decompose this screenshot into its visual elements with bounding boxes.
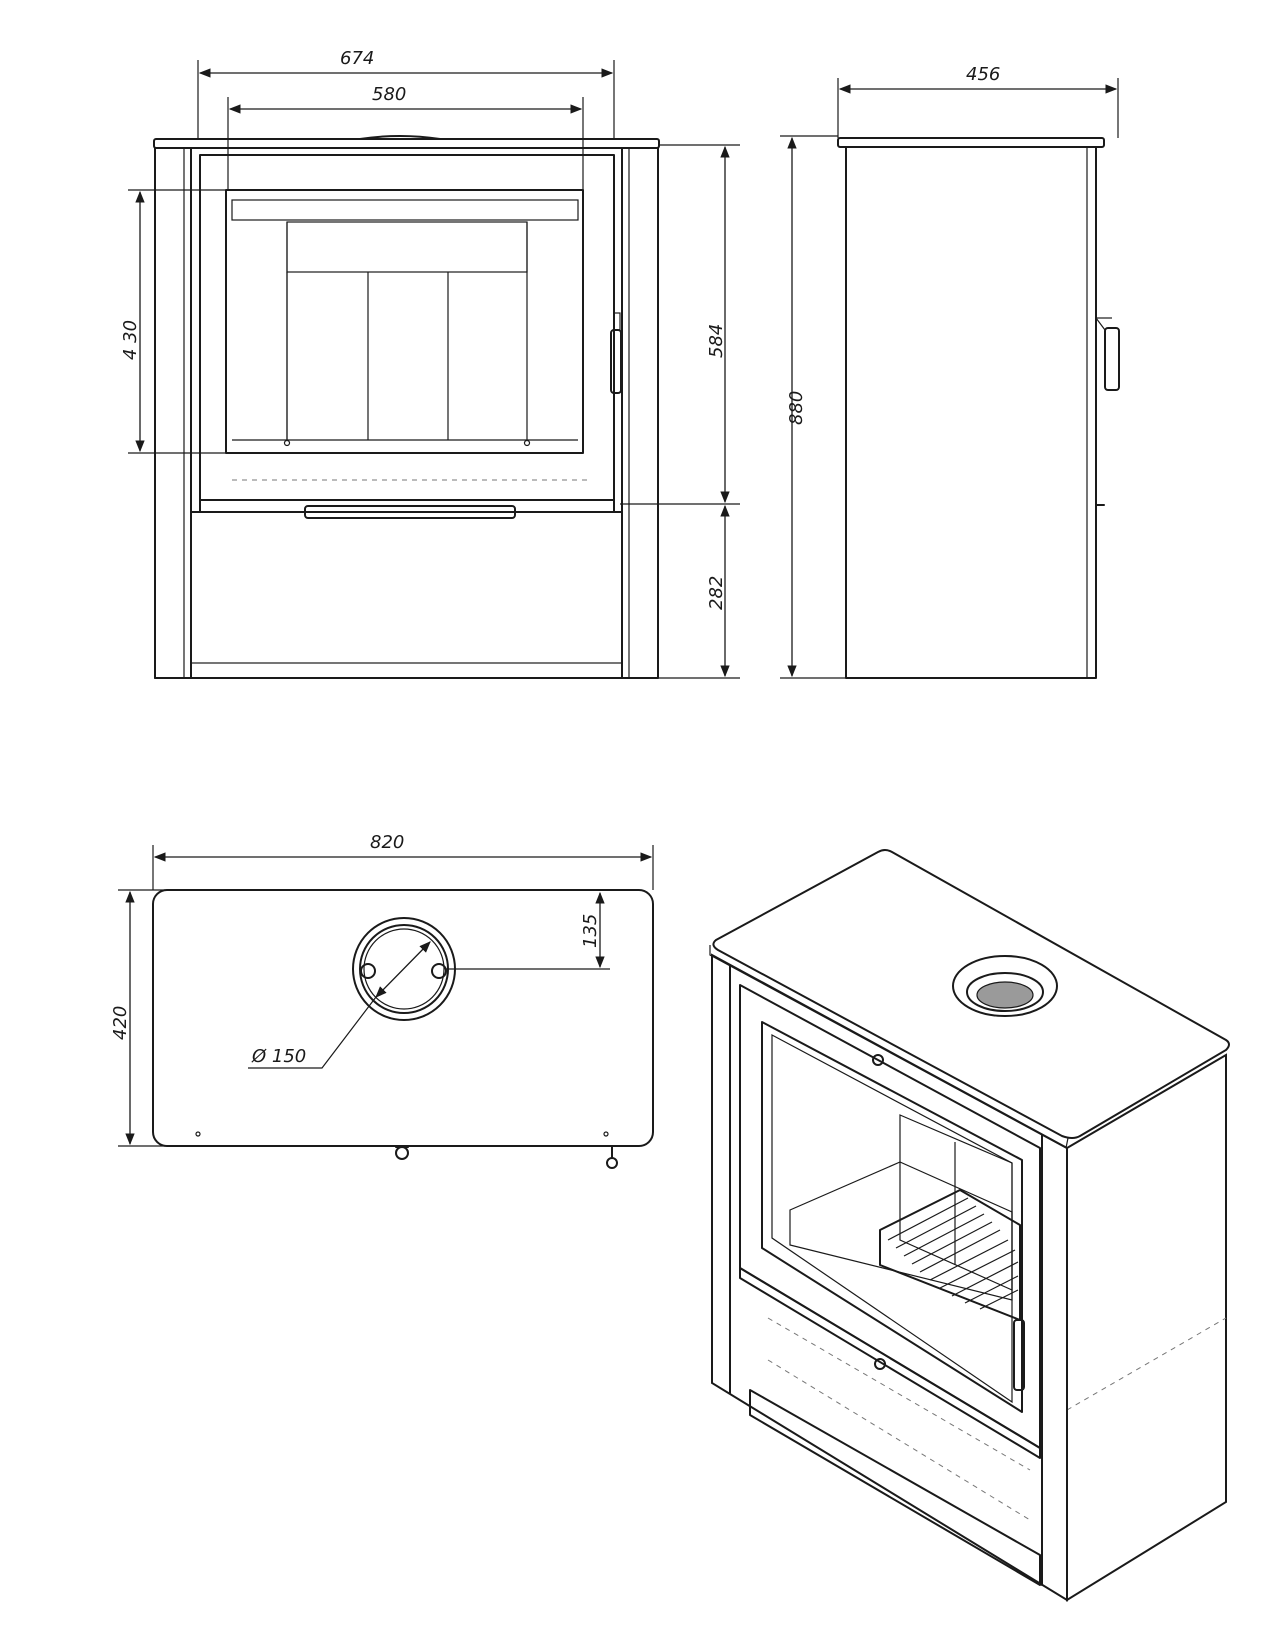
- iso-front-body: [711, 953, 1068, 1602]
- side-dimensions: 456 880: [780, 64, 1119, 679]
- door-handle: [610, 329, 622, 394]
- dim-430: 4 30: [120, 320, 141, 360]
- isometric-view: [709, 849, 1230, 1602]
- flue-collar-bump: [359, 135, 441, 140]
- side-handle: [1104, 327, 1120, 391]
- iso-door-handle: [1013, 1319, 1025, 1391]
- door-glass: [225, 189, 584, 454]
- dim-580: 580: [372, 84, 406, 105]
- iso-grate: [879, 1189, 1021, 1321]
- front-view: [153, 135, 660, 679]
- iso-right-side: [1066, 1053, 1227, 1602]
- dim-584: 584: [706, 324, 727, 358]
- iso-door-glass: [761, 1021, 1023, 1413]
- top-dimensions: 820 420 135: [110, 832, 654, 1147]
- top-knob-right: [606, 1157, 618, 1169]
- left-side-panel: [154, 147, 192, 679]
- dim-135: 135: [580, 914, 601, 948]
- dim-282: 282: [706, 576, 727, 610]
- iso-flue-outer: [952, 955, 1058, 1017]
- top-knob-left: [395, 1146, 409, 1160]
- right-side-panel: [621, 147, 659, 679]
- top-plate: [153, 138, 660, 149]
- dim-flue-diameter: Ø 150: [251, 1046, 306, 1067]
- top-view: Ø 150: [152, 889, 654, 1169]
- side-body: [845, 146, 1097, 679]
- top-plate-outline: [152, 889, 654, 1147]
- dim-420: 420: [110, 1006, 131, 1040]
- front-dimensions: 674 580 4 30 584 282: [120, 48, 740, 679]
- firebox-back: [286, 221, 528, 273]
- door-frame: [199, 154, 615, 501]
- dim-456: 456: [966, 64, 1000, 85]
- log-store-opening: [190, 511, 623, 679]
- side-view: [837, 137, 1120, 679]
- dim-674: 674: [340, 48, 374, 69]
- dim-880: 880: [786, 391, 807, 425]
- side-top-plate: [837, 137, 1105, 148]
- dim-820: 820: [370, 832, 404, 853]
- iso-top-plate: [712, 849, 1230, 1139]
